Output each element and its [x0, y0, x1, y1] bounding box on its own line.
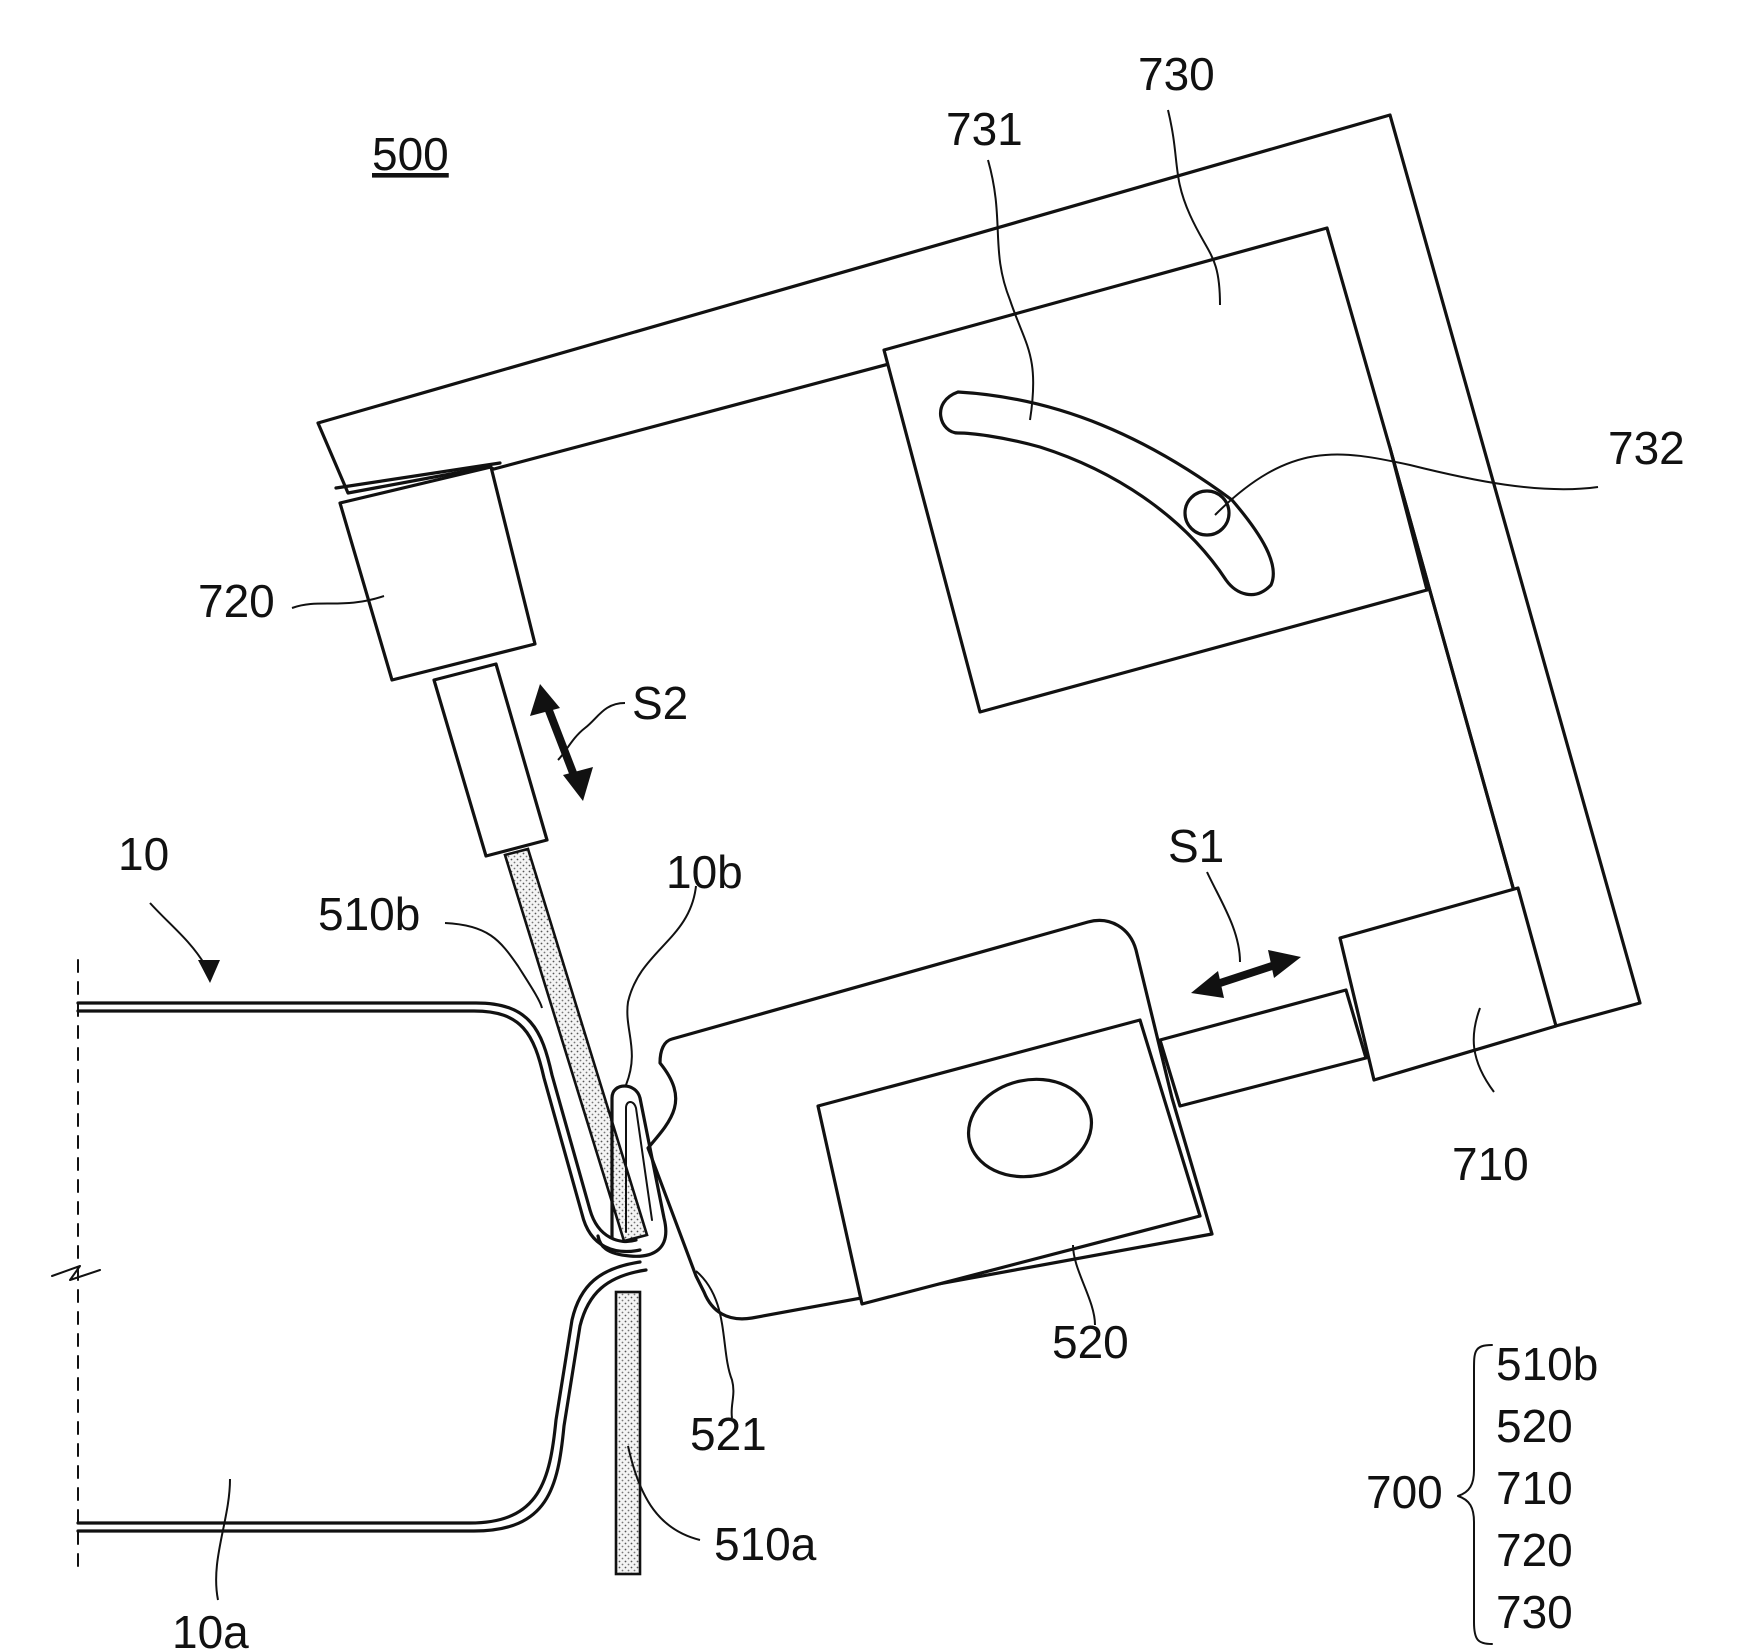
label-10: 10: [118, 828, 169, 880]
arrow-s1: [1191, 950, 1301, 998]
label-520: 520: [1052, 1316, 1129, 1368]
legend-member-2: 520: [1496, 1400, 1573, 1452]
legend-member-3: 710: [1496, 1462, 1573, 1514]
label-s1: S1: [1168, 820, 1224, 872]
actuator-720: [340, 467, 535, 680]
legend-member-1: 510b: [1496, 1338, 1598, 1390]
label-710: 710: [1452, 1138, 1529, 1190]
legend-group-700: 700: [1366, 1466, 1443, 1518]
figure-number: 500: [372, 128, 449, 180]
leader-s1: [1207, 872, 1240, 962]
label-731: 731: [946, 103, 1023, 155]
label-10a: 10a: [172, 1606, 249, 1652]
label-521: 521: [690, 1408, 767, 1460]
rod-to-710: [1160, 990, 1366, 1106]
legend-member-5: 730: [1496, 1586, 1573, 1638]
actuator-720-rod: [434, 664, 547, 856]
break-mark: [52, 1266, 100, 1280]
pouch-10: [52, 960, 646, 1576]
actuator-710: [1340, 888, 1556, 1080]
label-720: 720: [198, 575, 275, 627]
label-s2: S2: [632, 677, 688, 729]
leader-510b: [445, 923, 542, 1008]
leader-10: [150, 903, 205, 965]
label-10b: 10b: [666, 846, 743, 898]
blade-510a: [616, 1292, 640, 1574]
label-730: 730: [1138, 48, 1215, 100]
leader-10-arrowhead: [198, 960, 220, 983]
legend-brace: [1458, 1345, 1492, 1644]
label-510a: 510a: [714, 1518, 817, 1570]
pin-732: [1185, 491, 1229, 535]
legend-member-4: 720: [1496, 1524, 1573, 1576]
leader-10a: [216, 1479, 230, 1600]
label-510b: 510b: [318, 888, 420, 940]
arrow-s2: [530, 684, 593, 801]
label-732: 732: [1608, 422, 1685, 474]
